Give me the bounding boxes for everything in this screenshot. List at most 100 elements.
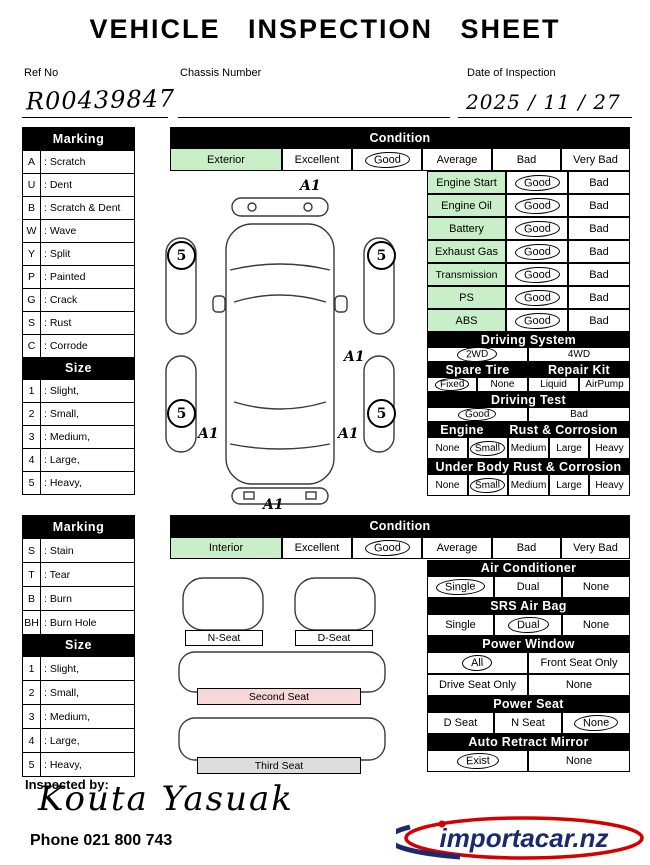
exterior-grade-very-bad: Very Bad bbox=[561, 148, 630, 171]
srs-air-bag-dual: Dual bbox=[494, 614, 562, 636]
engine-start-bad: Bad bbox=[568, 171, 630, 194]
size-label: : Heavy, bbox=[44, 477, 82, 489]
selected-mark: Good bbox=[514, 219, 560, 238]
engine-rust-heavy: Heavy bbox=[589, 437, 630, 459]
size-label: : Medium, bbox=[44, 710, 91, 723]
interior-marking-header: Marking bbox=[23, 516, 134, 538]
marking-code: U bbox=[23, 174, 41, 196]
interior-grade-average: Average bbox=[422, 537, 492, 559]
selected-mark: Good bbox=[364, 539, 410, 557]
battery-good: Good bbox=[506, 217, 568, 240]
size-code: 1 bbox=[23, 657, 41, 680]
marking-label: : Stain bbox=[44, 544, 74, 557]
marking-code: P bbox=[23, 266, 41, 288]
marking-code: T bbox=[23, 563, 41, 586]
size-code: 5 bbox=[23, 472, 41, 494]
size-code: 5 bbox=[23, 753, 41, 776]
air-conditioner-dual: Dual bbox=[494, 576, 562, 598]
power-window-header: Power Window bbox=[427, 636, 630, 652]
engine-rust-large: Large bbox=[549, 437, 589, 459]
size-label: : Large, bbox=[44, 454, 80, 466]
repair-kit-header: Repair Kit bbox=[528, 362, 630, 377]
under-body-rust-large: Large bbox=[549, 474, 589, 496]
damage-annotation: A1 bbox=[263, 497, 284, 513]
driving-test-bad: Bad bbox=[528, 407, 630, 422]
marking-code: C bbox=[23, 335, 41, 357]
n-seat-label: N-Seat bbox=[185, 630, 263, 646]
marking-code: B bbox=[23, 587, 41, 610]
driving-system-2wd: 2WD bbox=[427, 346, 528, 363]
selected-mark: Good bbox=[514, 265, 560, 284]
selected-mark: Good bbox=[514, 196, 560, 215]
interior-grade-good: Good bbox=[352, 537, 422, 559]
marking-code: BH bbox=[23, 611, 41, 634]
air-conditioner-none: None bbox=[562, 576, 630, 598]
size-row: 5: Heavy, bbox=[23, 471, 134, 494]
engine-rust-none: None bbox=[427, 437, 468, 459]
engine-start-label: Engine Start bbox=[427, 171, 506, 194]
size-code: 3 bbox=[23, 426, 41, 448]
selected-mark: Exist bbox=[456, 752, 499, 770]
exterior-marking-header: Marking bbox=[23, 128, 134, 150]
under-body-rust-medium: Medium bbox=[508, 474, 549, 496]
size-code: 4 bbox=[23, 729, 41, 752]
srs-air-bag-none: None bbox=[562, 614, 630, 636]
ps-label: PS bbox=[427, 286, 506, 309]
abs-good: Good bbox=[506, 309, 568, 332]
marking-code: G bbox=[23, 289, 41, 311]
selected-mark: Small bbox=[470, 439, 506, 457]
interior-grade-bad: Bad bbox=[492, 537, 561, 559]
engine-rust-header-left: Engine bbox=[427, 422, 497, 437]
size-row: 3: Medium, bbox=[23, 425, 134, 448]
driving-system-4wd: 4WD bbox=[528, 347, 630, 362]
marking-row: G: Crack bbox=[23, 288, 134, 311]
power-seat-none: None bbox=[562, 712, 630, 734]
spare-tire-header: Spare Tire bbox=[427, 362, 528, 377]
transmission-label: Transmission bbox=[427, 263, 506, 286]
transmission-bad: Bad bbox=[568, 263, 630, 286]
battery-label: Battery bbox=[427, 217, 506, 240]
chassis-number-label: Chassis Number bbox=[180, 67, 262, 79]
second-seat-label: Second Seat bbox=[197, 688, 361, 705]
marking-row: C: Corrode bbox=[23, 334, 134, 357]
exterior-size-header: Size bbox=[23, 357, 134, 379]
interior-grade-very-bad: Very Bad bbox=[561, 537, 630, 559]
power-window-drive-seat-only: Drive Seat Only bbox=[427, 674, 528, 696]
damage-annotation-circled: 5 bbox=[167, 399, 196, 428]
size-label: : Small, bbox=[44, 686, 80, 699]
logo-i-dot bbox=[438, 820, 446, 828]
size-code: 3 bbox=[23, 705, 41, 728]
spare-tire-fixed: Fixed bbox=[427, 377, 477, 392]
air-conditioner-single: Single bbox=[427, 576, 494, 598]
marking-label: : Split bbox=[44, 248, 71, 260]
exterior-grade-excellent: Excellent bbox=[282, 148, 352, 171]
under-body-rust-small: Small bbox=[468, 474, 508, 496]
marking-code: Y bbox=[23, 243, 41, 265]
power-seat-d-seat: D Seat bbox=[427, 712, 494, 734]
size-code: 2 bbox=[23, 403, 41, 425]
marking-label: : Tear bbox=[44, 568, 71, 581]
marking-row: S: Stain bbox=[23, 538, 134, 562]
interior-marking-table: Marking S: Stain T: Tear B: Burn BH: Bur… bbox=[22, 515, 135, 777]
damage-annotation-circled: 5 bbox=[167, 241, 196, 270]
selected-mark: All bbox=[462, 654, 493, 672]
marking-row: S: Rust bbox=[23, 311, 134, 334]
marking-row: BH: Burn Hole bbox=[23, 610, 134, 634]
ps-bad: Bad bbox=[568, 286, 630, 309]
under-body-rust-heavy: Heavy bbox=[589, 474, 630, 496]
damage-annotation: A1 bbox=[300, 178, 321, 194]
exhaust-gas-good: Good bbox=[506, 240, 568, 263]
size-row: 1: Slight, bbox=[23, 656, 134, 680]
ref-no-label: Ref No bbox=[24, 67, 59, 79]
size-label: : Slight, bbox=[44, 662, 80, 675]
size-row: 2: Small, bbox=[23, 680, 134, 704]
marking-row: W: Wave bbox=[23, 219, 134, 242]
selected-mark: Fixed bbox=[434, 377, 470, 392]
marking-code: S bbox=[23, 312, 41, 334]
selected-mark: None bbox=[573, 714, 619, 732]
marking-label: : Corrode bbox=[44, 340, 88, 352]
size-code: 1 bbox=[23, 380, 41, 402]
third-seat-label: Third Seat bbox=[197, 757, 361, 774]
exhaust-gas-bad: Bad bbox=[568, 240, 630, 263]
